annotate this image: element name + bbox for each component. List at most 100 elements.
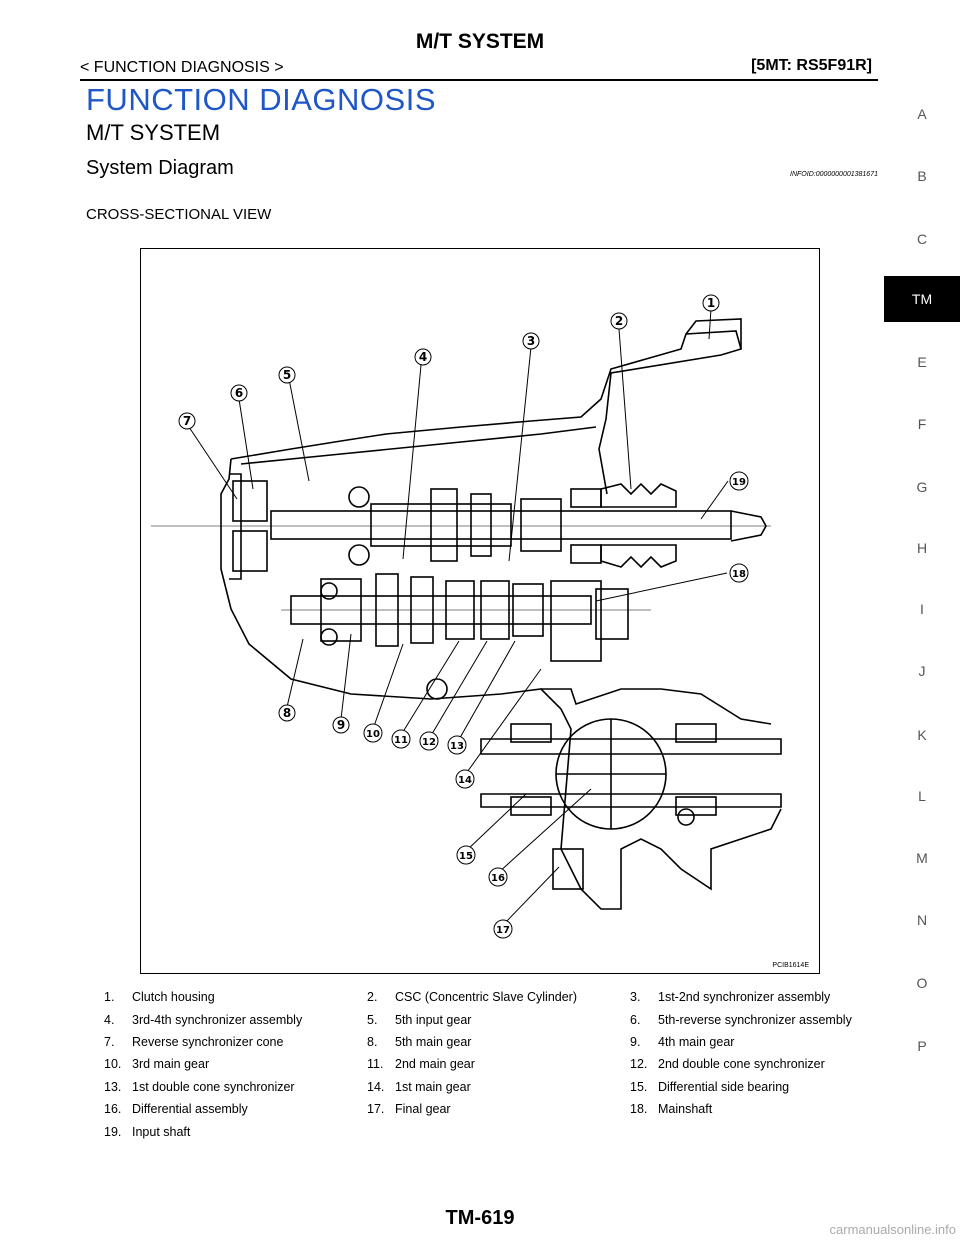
- legend-label: Mainshaft: [658, 1102, 713, 1117]
- side-tab-e[interactable]: E: [917, 354, 927, 370]
- section-title: FUNCTION DIAGNOSIS: [86, 82, 437, 117]
- legend-label: 2nd main gear: [395, 1057, 475, 1072]
- callout-5: 5: [278, 366, 296, 384]
- legend-label: Differential assembly: [132, 1102, 248, 1117]
- svg-text:11: 11: [394, 735, 408, 746]
- svg-text:1: 1: [707, 296, 715, 310]
- legend-row: 7.Reverse synchronizer cone 8. 5th main ge…: [86, 1031, 876, 1053]
- legend-item: 6. 5th-reverse synchronizer assembly: [612, 1013, 875, 1027]
- side-tab-o[interactable]: O: [916, 975, 928, 991]
- legend-number: 10.: [104, 1057, 122, 1072]
- legend-number: 15.: [630, 1079, 648, 1094]
- callout-1: 1: [702, 294, 720, 312]
- info-id: INFOID:0000000001381671: [790, 171, 878, 178]
- legend-number: 14.: [367, 1079, 385, 1094]
- callout-7: 7: [178, 412, 196, 430]
- page-number: TM-619: [445, 1207, 515, 1229]
- legend-label: 2nd double cone synchronizer: [658, 1057, 825, 1072]
- side-tab-i[interactable]: I: [920, 601, 924, 617]
- legend-number: 12.: [630, 1057, 648, 1072]
- side-tab-m[interactable]: M: [916, 850, 928, 866]
- legend-row: 4. 3rd-4th synchronizer assembly 5. 5th inp…: [86, 1008, 876, 1030]
- side-tab-f[interactable]: F: [917, 416, 927, 432]
- legend-label: 1st double cone synchronizer: [132, 1079, 295, 1094]
- svg-text:9: 9: [337, 718, 345, 732]
- legend-item: 11. 2nd main gear: [349, 1057, 612, 1071]
- legend-item: 5. 5th input gear: [349, 1013, 612, 1027]
- side-tab-tm[interactable]: TM: [884, 276, 960, 322]
- svg-text:3: 3: [527, 334, 535, 348]
- legend-number: 8.: [367, 1034, 378, 1049]
- legend-label: CSC (Concentric Slave Cylinder): [395, 990, 578, 1005]
- legend-label: 5th-reverse synchronizer assembly: [658, 1012, 852, 1027]
- legend-number: 3.: [630, 990, 641, 1005]
- callout-16: 16: [488, 867, 508, 887]
- svg-text:12: 12: [422, 737, 436, 748]
- transmission-drawing: 1 2 3 4 5 6 7 19 18 8 9 10 11 12 13 14 1…: [151, 294, 782, 939]
- svg-text:16: 16: [491, 873, 505, 884]
- legend-item: 16. Differential assembly: [86, 1102, 349, 1116]
- callout-12: 12: [419, 731, 439, 751]
- legend-number: 11.: [367, 1057, 384, 1072]
- legend-row: 19. Input shaft: [86, 1120, 876, 1142]
- side-tab-h[interactable]: H: [916, 540, 928, 556]
- svg-text:4: 4: [419, 350, 427, 364]
- side-tab-n[interactable]: N: [916, 912, 928, 928]
- svg-text:15: 15: [459, 851, 473, 862]
- side-tab-l[interactable]: L: [918, 788, 926, 804]
- svg-text:7: 7: [183, 414, 191, 428]
- side-tab-k[interactable]: K: [917, 727, 927, 743]
- side-tab-b[interactable]: B: [917, 168, 927, 184]
- svg-text:18: 18: [732, 569, 746, 580]
- legend-number: 19.: [104, 1124, 122, 1139]
- legend-number: 1.: [104, 990, 115, 1005]
- legend-number: 6.: [630, 1012, 641, 1027]
- callout-18: 18: [729, 563, 749, 583]
- legend-number: 16.: [104, 1102, 122, 1117]
- legend-label: 5th main gear: [395, 1034, 472, 1049]
- legend-label: 1st main gear: [395, 1079, 471, 1094]
- legend-number: 5.: [367, 1012, 378, 1027]
- legend-label: Differential side bearing: [658, 1079, 790, 1094]
- legend-row: 10. 3rd main gear 11. 2nd main gear 12. 2nd d…: [86, 1053, 876, 1075]
- legend-label: 3rd-4th synchronizer assembly: [132, 1012, 303, 1027]
- side-tab-p[interactable]: P: [917, 1038, 927, 1054]
- svg-text:19: 19: [732, 477, 746, 488]
- legend-item: 9.4th main gear: [612, 1035, 875, 1049]
- side-tab-c[interactable]: C: [916, 231, 928, 247]
- callout-2: 2: [610, 312, 628, 330]
- legend-label: 5th input gear: [395, 1012, 472, 1027]
- legend-number: 17.: [367, 1102, 385, 1117]
- breadcrumb: < FUNCTION DIAGNOSIS >: [80, 59, 284, 76]
- svg-text:8: 8: [283, 706, 291, 720]
- legend-item: 2. CSC (Concentric Slave Cylinder): [349, 990, 612, 1004]
- subsection-title: M/T SYSTEM: [86, 120, 221, 145]
- side-tab-a[interactable]: A: [917, 106, 927, 122]
- model-code: [5MT: RS5F91R]: [751, 57, 872, 74]
- side-tab-g[interactable]: G: [916, 479, 928, 495]
- legend-label: Input shaft: [132, 1124, 191, 1139]
- callout-17: 17: [493, 919, 513, 939]
- callout-13: 13: [447, 735, 467, 755]
- callout-9: 9: [332, 716, 350, 734]
- svg-text:13: 13: [450, 741, 464, 752]
- legend-number: 4.: [104, 1012, 115, 1027]
- svg-text:5: 5: [283, 368, 291, 382]
- legend-number: 2.: [367, 990, 378, 1005]
- legend-label: Final gear: [395, 1102, 451, 1117]
- legend-item: 15. Differential side bearing: [612, 1080, 875, 1094]
- page-header-title: M/T SYSTEM: [415, 30, 545, 53]
- legend-item: 3. 1st-2nd synchronizer assembly: [612, 990, 875, 1004]
- svg-text:2: 2: [615, 314, 623, 328]
- callout-8: 8: [278, 704, 296, 722]
- side-tab-j[interactable]: J: [918, 663, 926, 679]
- legend-label: 3rd main gear: [132, 1057, 210, 1072]
- view-title: CROSS-SECTIONAL VIEW: [86, 206, 272, 223]
- legend-label: 1st-2nd synchronizer assembly: [658, 990, 831, 1005]
- side-tab-index: A B C TM E F G H I J K L M N O P: [884, 0, 960, 1242]
- callout-19: 19: [729, 471, 749, 491]
- legend-item: 7.Reverse synchronizer cone: [86, 1035, 349, 1049]
